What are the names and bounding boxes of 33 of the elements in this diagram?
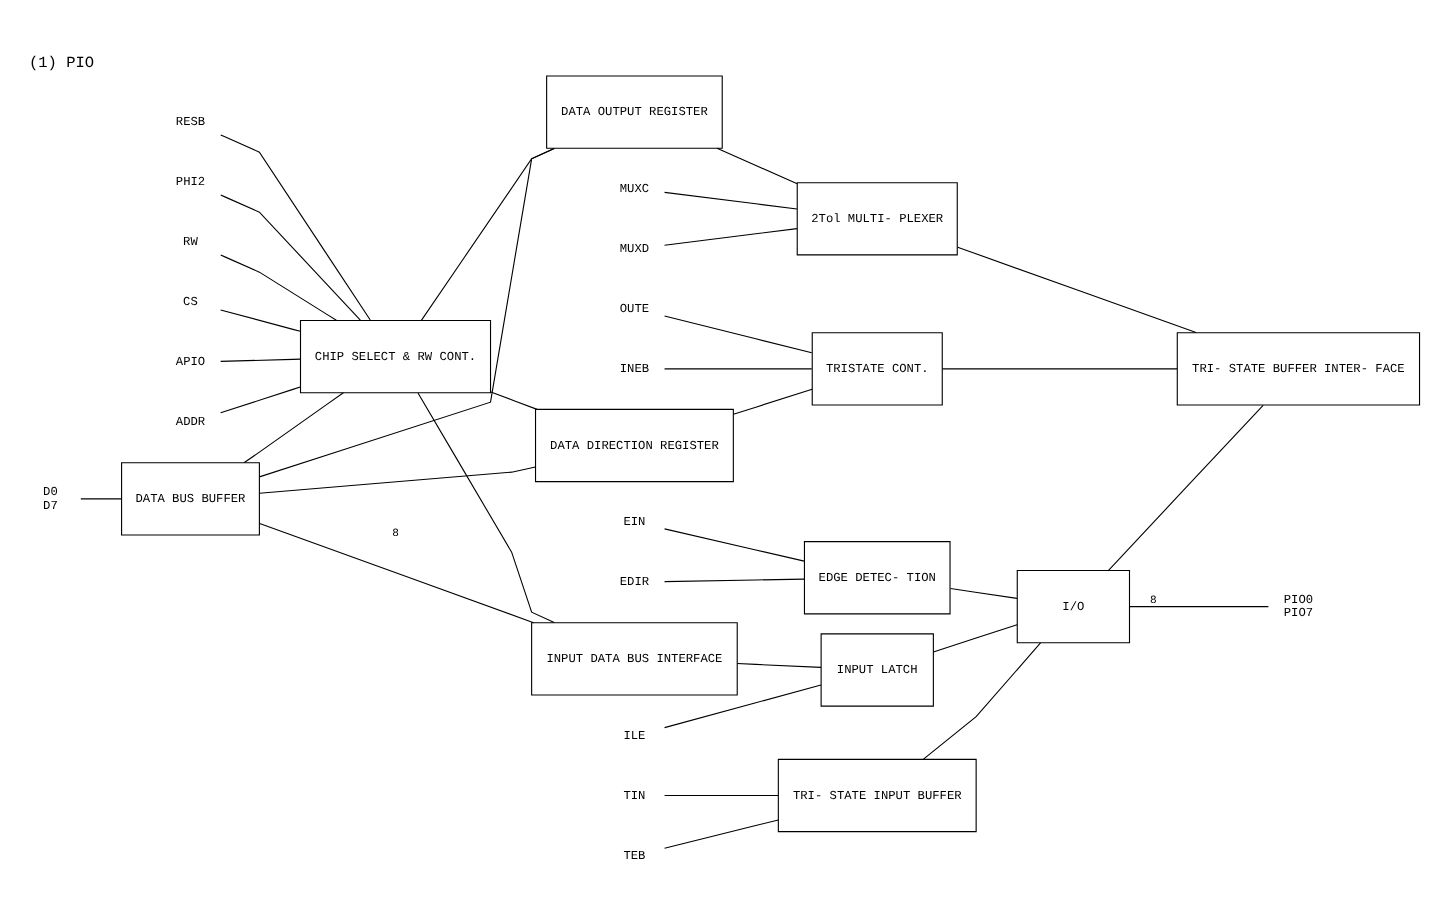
connector — [258, 146, 555, 477]
connector — [243, 391, 344, 463]
connector — [258, 465, 536, 493]
connector — [664, 367, 813, 369]
connector — [664, 577, 805, 582]
connector — [490, 390, 538, 409]
connector — [80, 497, 122, 499]
connector — [220, 308, 301, 331]
connector — [220, 357, 301, 361]
connector — [932, 623, 1018, 652]
connector — [220, 385, 301, 413]
connector — [736, 662, 822, 667]
connector — [664, 190, 798, 209]
connector — [1107, 403, 1264, 571]
connector — [664, 314, 813, 353]
connector — [957, 245, 1197, 333]
connector — [1129, 605, 1269, 607]
connector — [950, 586, 1018, 598]
connector — [259, 521, 535, 623]
connector — [220, 193, 361, 320]
connector — [922, 641, 1042, 759]
connector — [664, 527, 805, 561]
connector — [732, 387, 813, 414]
connector — [220, 253, 337, 320]
connector — [420, 146, 555, 320]
connector — [664, 794, 779, 796]
connector — [664, 227, 798, 245]
connector — [220, 133, 371, 320]
connector — [941, 367, 1178, 369]
connector — [664, 683, 822, 728]
connector — [716, 146, 798, 184]
connector — [664, 818, 779, 848]
connector — [417, 391, 555, 623]
